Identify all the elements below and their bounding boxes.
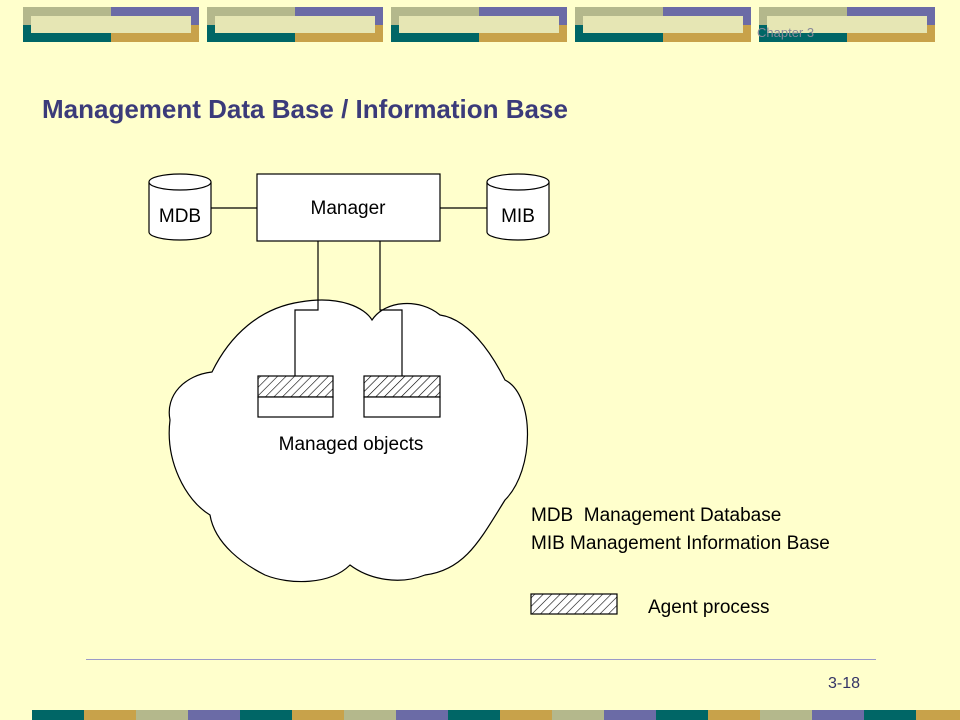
mib-label: MIB — [501, 206, 535, 227]
header-decoration — [23, 7, 935, 42]
managed-objects-label: Managed objects — [279, 434, 424, 455]
mdb-database-icon — [148, 173, 212, 241]
managed-object-2 — [363, 375, 441, 418]
connector-lines — [211, 207, 487, 376]
legend-agent-process: Agent process — [648, 597, 769, 618]
footer-decoration — [32, 710, 960, 720]
managed-network-cloud — [168, 299, 528, 583]
legend-mdb: MDB Management Database — [531, 505, 781, 526]
slide-title: Management Data Base / Information Base — [42, 94, 568, 124]
page-number: 3-18 — [828, 675, 861, 692]
mdb-label: MDB — [159, 206, 201, 227]
manager-box — [256, 173, 441, 242]
chapter-label: Chapter 3 — [757, 25, 815, 40]
legend-mib: MIB Management Information Base — [531, 533, 830, 554]
managed-object-1 — [257, 375, 334, 418]
footer-divider — [86, 659, 876, 660]
mib-database-icon — [486, 173, 550, 241]
agent-process-swatch — [530, 593, 618, 615]
manager-label: Manager — [311, 198, 387, 219]
